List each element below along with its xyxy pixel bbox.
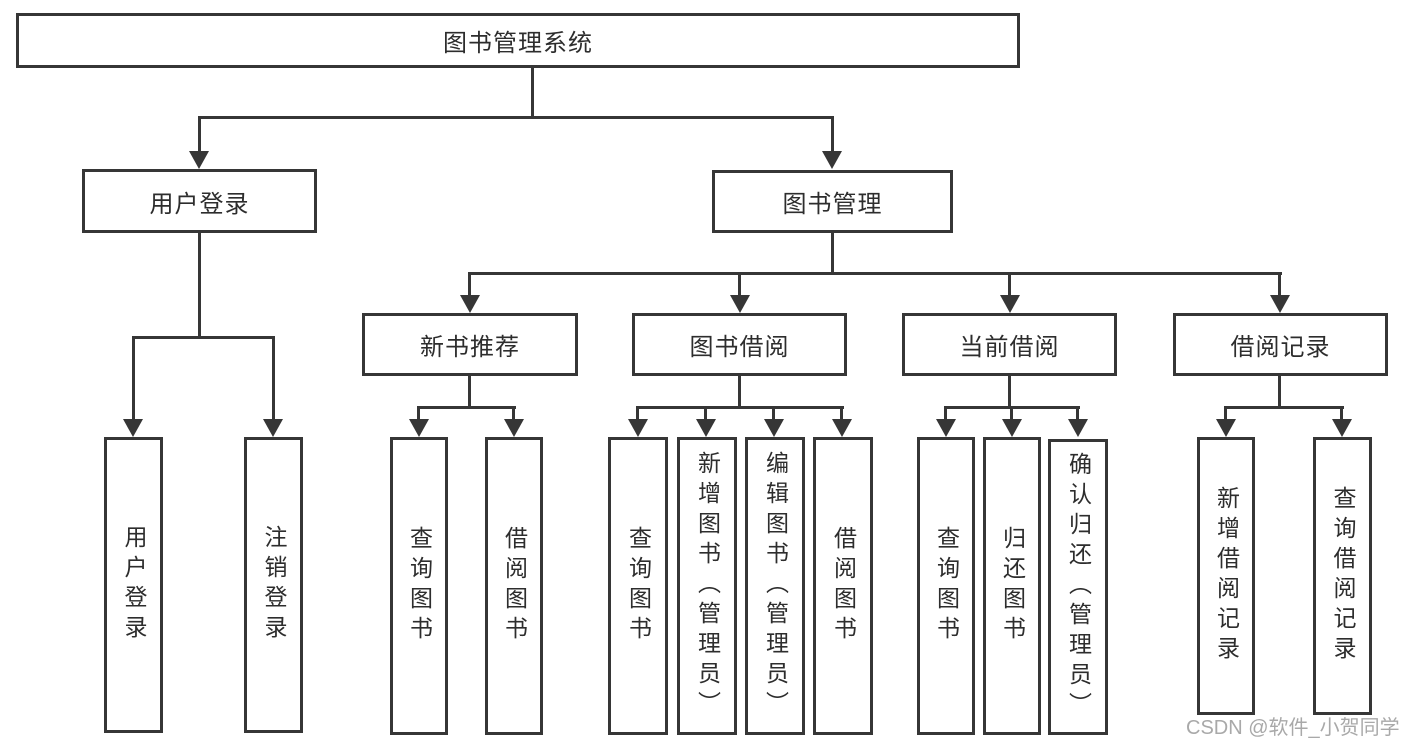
node-book-management-label: 图书管理 (782, 191, 883, 218)
arrow-to-current-borrow (1000, 295, 1020, 313)
node-borrow-records: 借阅记录 (1173, 313, 1388, 376)
connector-stem-borrow-records (1278, 272, 1281, 297)
leaf-br-add-record-label: 新增借阅记录 (1213, 486, 1240, 666)
connector-new-books-hline (417, 406, 516, 409)
leaf-cb-query-books-label: 查询图书 (933, 526, 960, 646)
node-user-login-label: 用户登录 (149, 190, 250, 218)
leaf-cb-query-books: 查询图书 (917, 437, 975, 735)
leaf-nb-query-books-label: 查询图书 (406, 526, 433, 646)
connector-current-borrow-stub (1008, 376, 1011, 408)
arrow-to-cb-confirm (1068, 419, 1088, 437)
arrow-to-book-mgmt (822, 151, 842, 169)
connector-stem-cb-return (1010, 406, 1013, 421)
arrow-to-bb-edit (764, 419, 784, 437)
connector-stem-cb-confirm (1076, 406, 1079, 421)
node-library-system-label: 图书管理系统 (443, 30, 593, 57)
connector-stem-bb-query (636, 406, 639, 421)
leaf-bb-borrow-books-label: 借阅图书 (830, 526, 857, 646)
arrow-to-user-login (189, 151, 209, 169)
connector-stem-current-borrow (1008, 272, 1011, 297)
node-borrow-records-label: 借阅记录 (1230, 334, 1331, 361)
leaf-bb-borrow-books: 借阅图书 (813, 437, 873, 735)
connector-user-login-stub (198, 233, 201, 338)
node-new-book-recommend: 新书推荐 (362, 313, 578, 376)
connector-user-login-hline (132, 336, 275, 339)
leaf-bb-add-book-admin-label: 新增图书（管理员） (694, 451, 721, 721)
arrow-to-br-add (1216, 419, 1236, 437)
leaf-br-add-record: 新增借阅记录 (1197, 437, 1255, 715)
connector-stem-bb-edit (772, 406, 775, 421)
arrow-to-new-books (460, 295, 480, 313)
connector-book-borrow-stub (738, 376, 741, 408)
arrow-to-nb-query (409, 419, 429, 437)
connector-root-hline (198, 116, 834, 119)
connector-stem-bb-borrow (840, 406, 843, 421)
arrow-to-leaf-logout (263, 419, 283, 437)
leaf-bb-query-books-label: 查询图书 (625, 526, 652, 646)
connector-book-mgmt-hline (469, 272, 1282, 275)
leaf-bb-add-book-admin: 新增图书（管理员） (677, 437, 737, 735)
leaf-logout-label: 注销登录 (261, 525, 287, 645)
arrow-to-bb-add (696, 419, 716, 437)
leaf-br-query-record: 查询借阅记录 (1313, 437, 1372, 715)
arrow-to-cb-query (936, 419, 956, 437)
arrow-to-book-borrow (730, 295, 750, 313)
csdn-watermark: CSDN @软件_小贺同学 (1186, 717, 1400, 739)
leaf-br-query-record-label: 查询借阅记录 (1330, 486, 1356, 666)
connector-book-mgmt-stub (831, 233, 834, 275)
leaf-logout: 注销登录 (244, 437, 303, 733)
leaf-user-login-label: 用户登录 (121, 525, 147, 645)
leaf-bb-edit-book-admin: 编辑图书（管理员） (745, 437, 805, 735)
connector-stem-br-query (1340, 406, 1343, 421)
leaf-bb-edit-book-admin-label: 编辑图书（管理员） (762, 451, 789, 721)
arrow-to-leaf-login (123, 419, 143, 437)
connector-stem-br-add (1224, 406, 1227, 421)
connector-root-stub (531, 68, 534, 118)
connector-stem-cb-query (944, 406, 947, 421)
node-book-borrowing-label: 图书借阅 (689, 334, 790, 361)
node-user-login: 用户登录 (82, 169, 317, 233)
node-current-borrowing-label: 当前借阅 (959, 334, 1060, 361)
connector-stem-book-borrow (738, 272, 741, 297)
node-book-borrowing: 图书借阅 (632, 313, 847, 376)
arrow-to-cb-return (1002, 419, 1022, 437)
arrow-to-br-query (1332, 419, 1352, 437)
connector-stem-new-books (468, 272, 471, 297)
node-library-system: 图书管理系统 (16, 13, 1020, 68)
arrow-to-bb-query (628, 419, 648, 437)
leaf-cb-confirm-return-admin-label: 确认归还（管理员） (1065, 452, 1092, 722)
connector-stem-nb-query (417, 406, 420, 421)
connector-stem-leaf-login (132, 336, 135, 421)
leaf-bb-query-books: 查询图书 (608, 437, 668, 735)
connector-stem-leaf-logout (272, 336, 275, 421)
leaf-nb-borrow-books: 借阅图书 (485, 437, 543, 735)
leaf-nb-query-books: 查询图书 (390, 437, 448, 735)
connector-new-books-stub (468, 376, 471, 408)
arrow-to-nb-borrow (504, 419, 524, 437)
leaf-cb-return-book: 归还图书 (983, 437, 1041, 735)
node-new-book-recommend-label: 新书推荐 (420, 334, 520, 361)
leaf-nb-borrow-books-label: 借阅图书 (501, 526, 528, 646)
connector-stem-nb-borrow (512, 406, 515, 421)
leaf-cb-confirm-return-admin: 确认归还（管理员） (1048, 439, 1108, 735)
connector-borrow-records-stub (1278, 376, 1281, 408)
leaf-user-login: 用户登录 (104, 437, 163, 733)
connector-root-stem-book-mgmt (831, 116, 834, 153)
connector-borrow-records-hline (1224, 406, 1344, 409)
node-current-borrowing: 当前借阅 (902, 313, 1117, 376)
leaf-cb-return-book-label: 归还图书 (999, 526, 1026, 646)
arrow-to-bb-borrow (832, 419, 852, 437)
node-book-management: 图书管理 (712, 170, 953, 233)
connector-stem-bb-add (704, 406, 707, 421)
arrow-to-borrow-records (1270, 295, 1290, 313)
connector-book-borrow-hline (636, 406, 844, 409)
connector-root-stem-user-login (198, 116, 201, 153)
